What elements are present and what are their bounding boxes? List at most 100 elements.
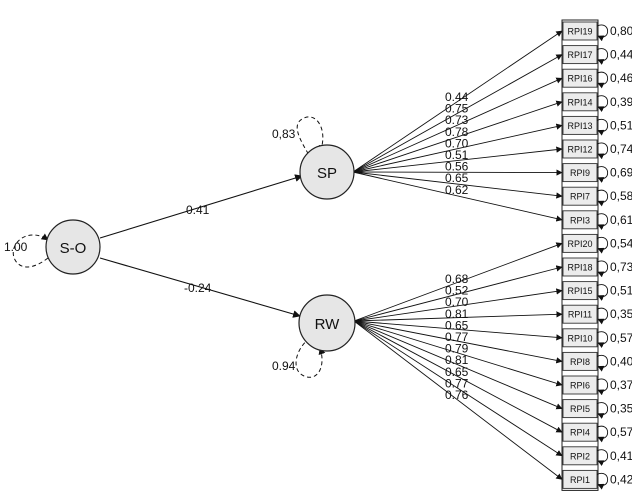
error-label-rpi12: 0,74 (610, 142, 632, 156)
loading-label-rpi18: 0.52 (445, 284, 469, 298)
error-arrow-rpi8 (596, 354, 609, 372)
indicator-label-rpi14: RPI14 (567, 97, 592, 107)
indicator-box-rpi1 (562, 469, 598, 489)
indicator-box-rpi16 (562, 68, 598, 88)
loading-label-rpi3: 0.62 (445, 183, 469, 197)
error-label-rpi10: 0,57 (610, 331, 632, 345)
indicator-box-rpi8 (562, 351, 598, 371)
indicator-box-rpi14 (562, 92, 598, 112)
rw-variance-label: 0.94 (272, 359, 296, 373)
sp-variance-label: 0,83 (272, 127, 296, 141)
loading-label-rpi14: 0.78 (445, 125, 469, 139)
error-label-rpi8: 0,40 (610, 354, 632, 368)
loading-label-rpi19: 0.44 (445, 90, 469, 104)
loading-arrow-rpi13 (352, 123, 563, 173)
indicator-label-rpi9: RPI9 (570, 168, 590, 178)
loading-label-rpi1: 0.76 (445, 388, 469, 402)
latent-rw-circle (298, 294, 356, 352)
indicator-label-rpi18: RPI18 (567, 263, 592, 273)
indicator-label-rpi8: RPI8 (570, 357, 590, 367)
indicator-box-rpi17 (562, 45, 598, 65)
loading-label-rpi16: 0.73 (445, 113, 469, 127)
indicator-label-rpi17: RPI17 (567, 50, 592, 60)
latent-so-label: S-O (60, 240, 87, 257)
indicator-box-rpi4 (562, 422, 598, 442)
indicator-box-rpi5 (562, 399, 598, 419)
path-so-sp-label: 0.41 (186, 203, 210, 217)
error-arrow-rpi2 (596, 449, 609, 467)
indicator-box-rpi3 (562, 210, 598, 230)
error-arrow-rpi12 (596, 142, 609, 160)
indicator-label-rpi15: RPI15 (567, 286, 592, 296)
loading-arrow-rpi4 (353, 320, 563, 433)
error-label-rpi5: 0,35 (610, 402, 632, 416)
error-label-rpi3: 0,61 (610, 213, 632, 227)
loading-label-rpi9: 0.56 (445, 160, 469, 174)
latent-sp-circle (299, 144, 355, 200)
error-arrow-rpi14 (596, 95, 609, 113)
error-label-rpi20: 0,54 (610, 236, 632, 250)
error-label-rpi16: 0,46 (610, 71, 632, 85)
indicator-label-rpi19: RPI19 (567, 27, 592, 37)
loading-label-rpi17: 0.75 (445, 102, 469, 116)
indicator-label-rpi6: RPI6 (570, 381, 590, 391)
error-arrow-rpi9 (596, 166, 609, 183)
error-label-rpi6: 0,37 (610, 378, 632, 392)
error-label-rpi19: 0,80 (610, 24, 632, 38)
error-arrow-rpi13 (596, 118, 609, 136)
loading-arrow-rpi11 (353, 311, 563, 322)
error-label-rpi14: 0,39 (610, 95, 632, 109)
loading-arrow-rpi10 (353, 320, 563, 341)
indicator-label-rpi12: RPI12 (567, 145, 592, 155)
path-so-rw (99, 257, 301, 318)
loading-label-rpi10: 0.65 (445, 318, 469, 332)
indicator-label-rpi11: RPI11 (568, 310, 592, 320)
error-label-rpi11: 0,35 (610, 307, 632, 321)
indicator-column-frame (561, 19, 599, 491)
loading-arrow-rpi12 (352, 146, 563, 173)
error-arrow-rpi20 (596, 236, 609, 254)
loading-label-rpi20: 0.68 (445, 272, 469, 286)
loading-label-rpi15: 0.70 (445, 295, 469, 309)
error-arrow-rpi16 (596, 71, 609, 89)
structural-paths: 0.41 -0.24 (99, 174, 303, 318)
rw-variance-loop (295, 337, 326, 378)
loading-label-rpi4: 0.65 (445, 365, 469, 379)
loading-arrow-rpi9 (352, 169, 563, 176)
error-arrow-rpi11 (596, 307, 609, 325)
error-label-rpi15: 0,51 (610, 284, 632, 298)
latent-sp-label: SP (317, 165, 337, 182)
loading-arrow-rpi15 (353, 288, 563, 322)
loading-arrow-rpi7 (352, 171, 563, 199)
error-arrow-rpi4 (596, 425, 609, 443)
loading-arrow-rpi1 (353, 320, 563, 480)
error-label-rpi9: 0,69 (610, 166, 632, 180)
error-label-rpi13: 0,51 (610, 118, 632, 132)
sp-variance-loop (296, 116, 326, 161)
error-arrow-rpi17 (596, 48, 609, 65)
loading-arrow-rpi5 (353, 320, 563, 410)
indicator-label-rpi1: RPI1 (570, 475, 590, 485)
loading-label-rpi13: 0.70 (445, 136, 469, 150)
indicator-box-rpi7 (562, 186, 598, 206)
error-arrow-rpi1 (596, 472, 609, 490)
loading-arrow-rpi6 (353, 320, 563, 387)
error-arrow-rpi19 (596, 24, 609, 42)
loading-arrow-rpi8 (353, 320, 563, 364)
error-arrow-rpi15 (596, 284, 609, 301)
indicator-box-rpi15 (562, 281, 598, 301)
loading-arrow-rpi14 (352, 100, 563, 173)
loading-label-rpi5: 0.81 (445, 353, 469, 367)
indicator-box-rpi12 (562, 139, 598, 159)
error-arrow-rpi7 (596, 189, 609, 207)
path-so-sp (99, 174, 303, 239)
error-label-rpi18: 0,73 (610, 260, 632, 274)
error-label-rpi4: 0,57 (610, 425, 632, 439)
indicator-box-rpi9 (562, 163, 598, 183)
loading-label-rpi8: 0.77 (445, 330, 469, 344)
latent-so-circle (45, 219, 101, 275)
indicator-box-rpi6 (562, 375, 598, 395)
indicator-box-rpi2 (562, 446, 598, 466)
